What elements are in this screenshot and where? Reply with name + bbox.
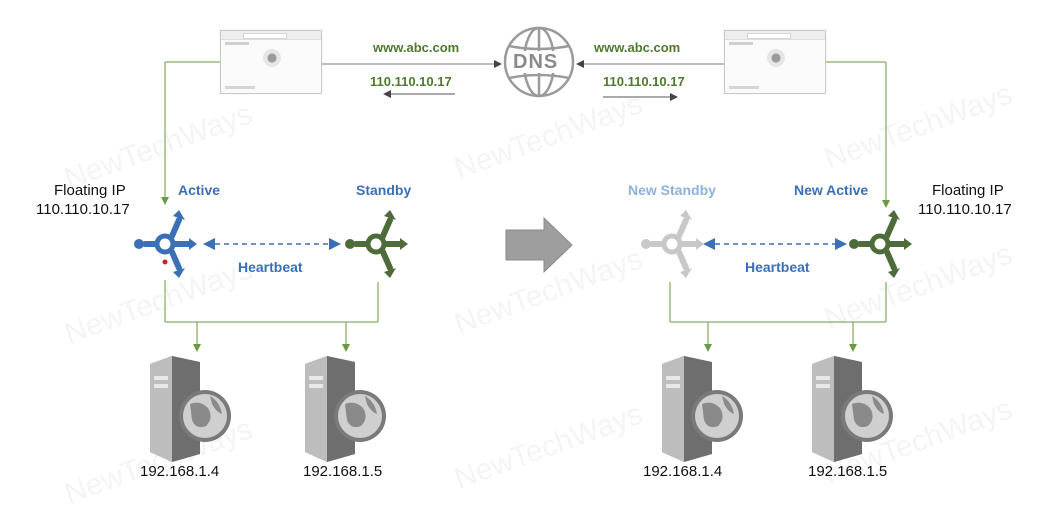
- transition-arrow-icon: [505, 216, 573, 274]
- right-floating-ip-title: Floating IP: [932, 182, 1004, 199]
- right-domain-label: www.abc.com: [594, 40, 681, 55]
- left-ip-response-label: 110.110.10.17: [370, 74, 452, 89]
- web-server-icon: [305, 356, 386, 462]
- left-server2-ip: 192.168.1.5: [303, 463, 383, 480]
- left-floating-ip-title: Floating IP: [54, 182, 126, 199]
- load-balancer-icon: [134, 210, 197, 278]
- right-server1-ip: 192.168.1.4: [643, 463, 723, 480]
- load-balancer-icon: [345, 210, 408, 278]
- left-server1-ip: 192.168.1.4: [140, 463, 220, 480]
- load-balancer-icon: [849, 210, 912, 278]
- left-heartbeat-label: Heartbeat: [238, 259, 303, 275]
- browser-window-icon: [220, 30, 322, 94]
- web-server-icon: [662, 356, 743, 462]
- left-floating-ip-value: 110.110.10.17: [36, 201, 130, 218]
- right-ip-response-label: 110.110.10.17: [603, 74, 685, 89]
- active-label: Active: [178, 182, 221, 198]
- web-server-icon: [812, 356, 893, 462]
- dns-globe-icon: [503, 26, 575, 98]
- right-server2-ip: 192.168.1.5: [808, 463, 888, 480]
- standby-label: Standby: [356, 182, 412, 198]
- browser-window-icon: [724, 30, 826, 94]
- new-standby-label: New Standby: [628, 182, 716, 198]
- right-heartbeat-label: Heartbeat: [745, 259, 810, 275]
- right-lines: [576, 60, 890, 352]
- left-lines: [161, 60, 502, 352]
- right-floating-ip-value: 110.110.10.17: [918, 201, 1012, 218]
- left-domain-label: www.abc.com: [373, 40, 460, 55]
- dns-label: DNS: [513, 51, 559, 73]
- load-balancer-icon: [641, 210, 704, 278]
- new-active-label: New Active: [794, 182, 869, 198]
- web-server-icon: [150, 356, 231, 462]
